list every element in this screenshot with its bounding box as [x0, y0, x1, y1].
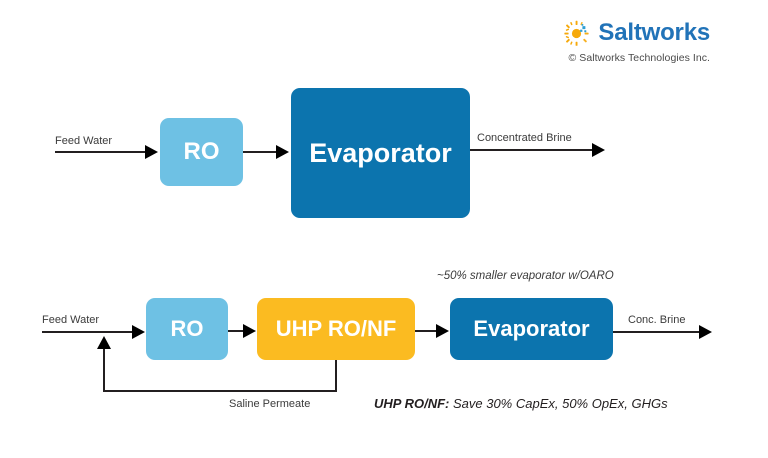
uhp-benefit-caption: UHP RO/NF: Save 30% CapEx, 50% OpEx, GHG… — [374, 396, 668, 411]
bottom-evaporator-note: ~50% smaller evaporator w/OARO — [437, 270, 614, 282]
bottom-block-evaporator-label: Evaporator — [473, 316, 590, 341]
top-block-evaporator[interactable]: Evaporator — [291, 88, 470, 218]
brand-row: Saltworks — [564, 20, 710, 46]
bottom-block-ro[interactable]: RO — [146, 298, 228, 360]
bottom-ro-to-uhp-arrowhead — [243, 324, 256, 338]
bottom-conc-brine-line — [613, 331, 702, 333]
top-block-ro-label: RO — [183, 138, 220, 165]
bottom-uhp-to-evaporator-line — [415, 330, 438, 332]
bottom-block-uhp-ro-nf-label: UHP RO/NF — [275, 316, 397, 341]
brand-block: Saltworks © Saltworks Technologies Inc. — [564, 20, 710, 64]
copyright-text: © Saltworks Technologies Inc. — [568, 52, 710, 64]
top-feed-water-arrowhead — [145, 145, 158, 159]
top-ro-to-evaporator-line — [243, 151, 278, 153]
bottom-feed-water-label: Feed Water — [42, 314, 100, 326]
top-concentrated-brine-line — [470, 149, 595, 151]
recycle-up-segment — [103, 348, 105, 392]
bottom-conc-brine-arrowhead — [699, 325, 712, 339]
brand-name: Saltworks — [598, 19, 710, 46]
recycle-arrowhead — [97, 336, 111, 349]
uhp-benefit-caption-bold: UHP RO/NF: — [374, 396, 450, 411]
top-block-evaporator-label: Evaporator — [309, 137, 452, 168]
saline-permeate-label: Saline Permeate — [229, 398, 311, 410]
top-concentrated-brine-label: Concentrated Brine — [477, 132, 572, 144]
top-feed-water-label: Feed Water — [55, 135, 113, 147]
bottom-uhp-to-evaporator-arrowhead — [436, 324, 449, 338]
uhp-benefit-caption-rest: Save 30% CapEx, 50% OpEx, GHGs — [449, 396, 668, 411]
bottom-block-evaporator[interactable]: Evaporator — [450, 298, 613, 360]
bottom-block-ro-label: RO — [170, 316, 204, 341]
sun-icon — [564, 20, 590, 46]
top-concentrated-brine-arrowhead — [592, 143, 605, 157]
bottom-block-uhp-ro-nf[interactable]: UHP RO/NF — [257, 298, 415, 360]
bottom-feed-water-arrowhead — [132, 325, 145, 339]
recycle-down-segment — [335, 360, 337, 392]
top-feed-water-line — [55, 151, 147, 153]
bottom-conc-brine-label: Conc. Brine — [628, 314, 686, 326]
recycle-horizontal-segment — [103, 390, 337, 392]
bottom-feed-water-line — [42, 331, 134, 333]
top-block-ro[interactable]: RO — [160, 118, 243, 186]
bottom-ro-to-uhp-line — [228, 330, 246, 332]
top-ro-to-evaporator-arrowhead — [276, 145, 289, 159]
